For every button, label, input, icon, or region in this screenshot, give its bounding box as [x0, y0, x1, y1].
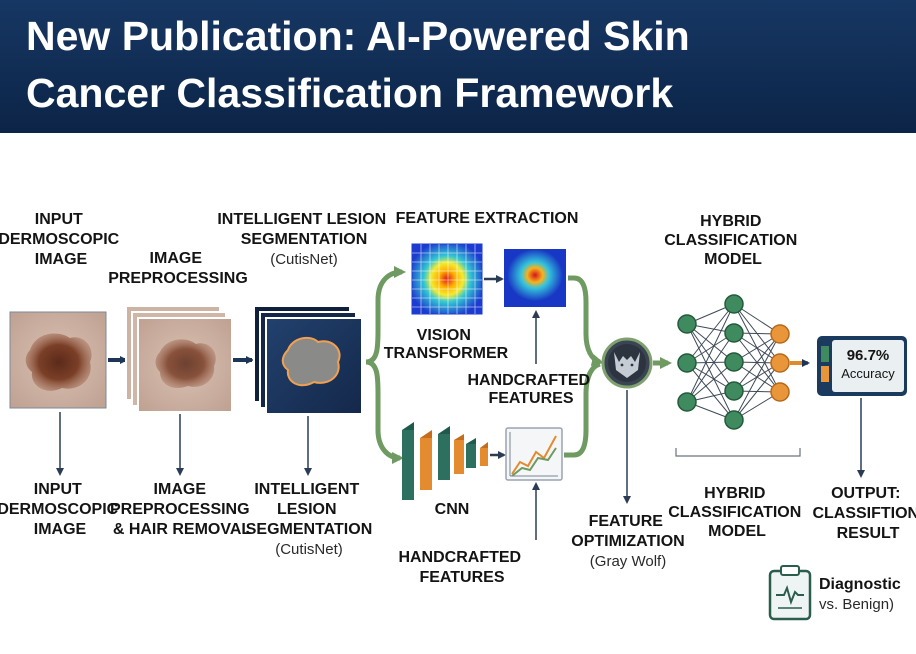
label-feature-optimization-sub: (Gray Wolf)	[590, 553, 666, 570]
page-title: New Publication: AI-Powered Skin Cancer …	[26, 8, 886, 122]
input-dermoscopic-image	[9, 311, 107, 409]
cnn-blocks	[402, 422, 488, 500]
label-segmentation-bottom: INTELLIGENT LESION SEGMENTATION	[246, 481, 373, 538]
arrow-to-cnn	[365, 359, 404, 464]
preprocessed-image-stack	[125, 305, 233, 413]
label-output: OUTPUT: CLASSIFTION RESULT	[812, 485, 916, 542]
handcrafted-feature-chart-icon	[505, 427, 563, 481]
label-hybrid-model-bottom: HYBRID CLASSIFICATION MODEL	[668, 485, 805, 540]
label-segmentation-bottom-sub: (CutisNet)	[275, 541, 343, 558]
label-hybrid-model-top: HYBRID CLASSIFICATION MODEL	[664, 213, 801, 268]
title-line-1: New Publication: AI-Powered Skin	[26, 13, 690, 59]
label-cnn: CNN	[435, 501, 470, 518]
accuracy-label: Accuracy	[841, 366, 895, 381]
label-feature-optimization: FEATURE OPTIMIZATION	[571, 513, 684, 550]
label-diagnostic: Diagnostic	[819, 576, 901, 593]
arrow-feature-map-to-optimizer	[568, 275, 604, 366]
gray-wolf-optimizer-icon	[601, 337, 653, 389]
label-diagnostic-sub: vs. Benign)	[819, 596, 894, 613]
feature-map-heatmap	[504, 249, 566, 307]
segmentation-mask-stack	[253, 305, 363, 415]
hybrid-classification-network	[677, 294, 790, 430]
accuracy-result-box: 96.7% Accuracy	[817, 336, 907, 396]
label-handcrafted-bottom: HANDCRAFTED FEATURES	[398, 549, 525, 586]
label-handcrafted-mid: HANDCRAFTED FEATURES	[467, 372, 594, 407]
label-preprocessing-bottom: IMAGE PREPROCESSING & HAIR REMOVAL	[110, 481, 254, 538]
label-input-image-top: INPUT DERMOSCOPIC IMAGE	[0, 211, 124, 268]
arrow-to-vision-transformer	[365, 266, 406, 365]
model-bracket	[675, 448, 801, 457]
label-feature-extraction: FEATURE EXTRACTION	[396, 210, 579, 227]
accuracy-value: 96.7%	[847, 347, 890, 364]
arrow-chart-to-optimizer	[564, 361, 601, 458]
label-segmentation-top-sub: (CutisNet)	[270, 251, 338, 268]
header-banner: New Publication: AI-Powered Skin Cancer …	[0, 0, 916, 133]
title-line-2: Cancer Classification Framework	[26, 70, 674, 116]
vision-transformer-patch-grid	[411, 243, 483, 315]
label-segmentation-top: INTELLIGENT LESION SEGMENTATION	[217, 211, 390, 248]
clipboard-icon	[768, 565, 812, 621]
label-vision-transformer: VISION TRANSFORMER	[384, 327, 509, 362]
label-preprocessing-top: IMAGE PREPROCESSING	[108, 250, 248, 287]
label-input-image-bottom: INPUT DERMOSCOPIC IMAGE	[0, 481, 123, 538]
